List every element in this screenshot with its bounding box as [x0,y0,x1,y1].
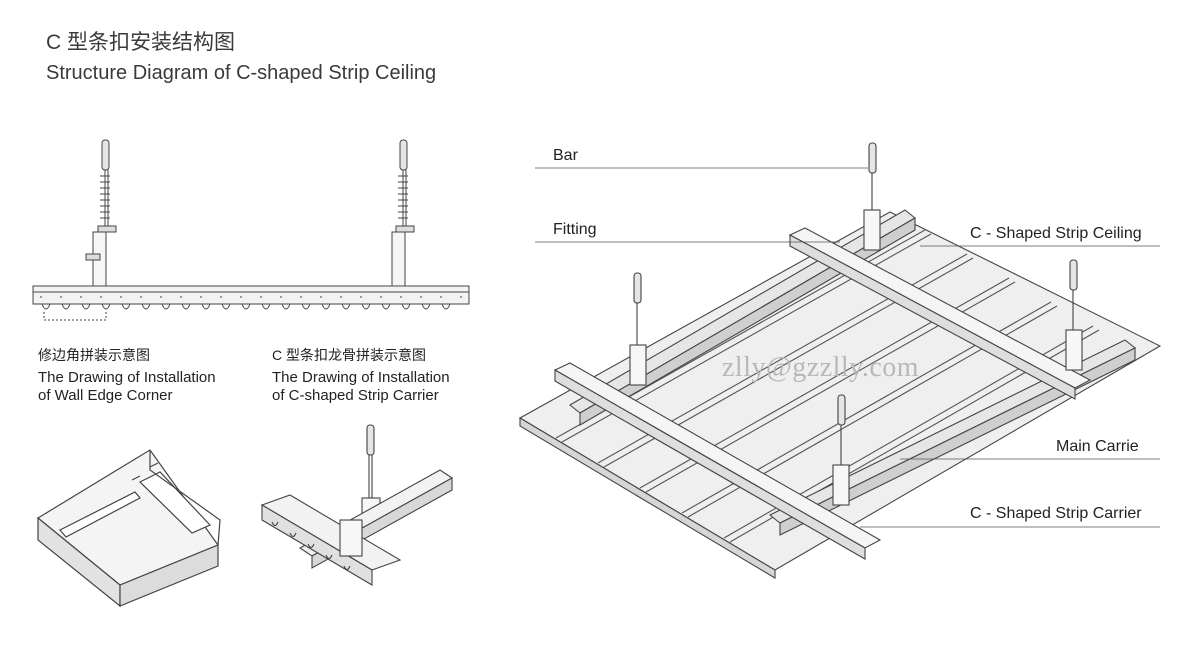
caption-wall-edge: 修边角拼装示意图 The Drawing of Installation of … [38,346,216,405]
hanger-rods [629,142,1083,506]
isometric-drawing [518,142,1162,579]
watermark: zlly@gzzlly.com [722,352,920,383]
carrier-clips [40,296,462,310]
caption-wall-edge-en-2: of Wall Edge Corner [38,387,173,404]
hanger-left [85,139,117,287]
title-english: Structure Diagram of C-shaped Strip Ceil… [46,62,437,84]
label-main-carrier: Main Carrie [1056,438,1139,455]
hanger-right [391,139,415,287]
title-chinese: C 型条扣安装结构图 [46,31,235,54]
wall-edge-drawing [36,449,221,608]
caption-strip-carrier: C 型条扣龙骨拼装示意图 The Drawing of Installation… [272,346,450,405]
label-fitting: Fitting [553,221,597,238]
caption-strip-carrier-en-2: of C-shaped Strip Carrier [272,387,439,404]
main-carriers [569,209,1137,536]
strip-carrier-drawing [260,424,454,586]
label-strip-carrier: C - Shaped Strip Carrier [970,505,1142,522]
label-leaders [535,167,1160,528]
label-strip-ceiling: C - Shaped Strip Ceiling [970,225,1142,242]
caption-wall-edge-cn: 修边角拼装示意图 [38,347,150,363]
strip-carriers [553,227,1092,560]
caption-strip-carrier-cn: C 型条扣龙骨拼装示意图 [272,347,426,363]
elevation-drawing [32,139,470,321]
label-bar: Bar [553,147,578,164]
caption-strip-carrier-en-1: The Drawing of Installation [272,369,450,386]
caption-wall-edge-en-1: The Drawing of Installation [38,369,216,386]
